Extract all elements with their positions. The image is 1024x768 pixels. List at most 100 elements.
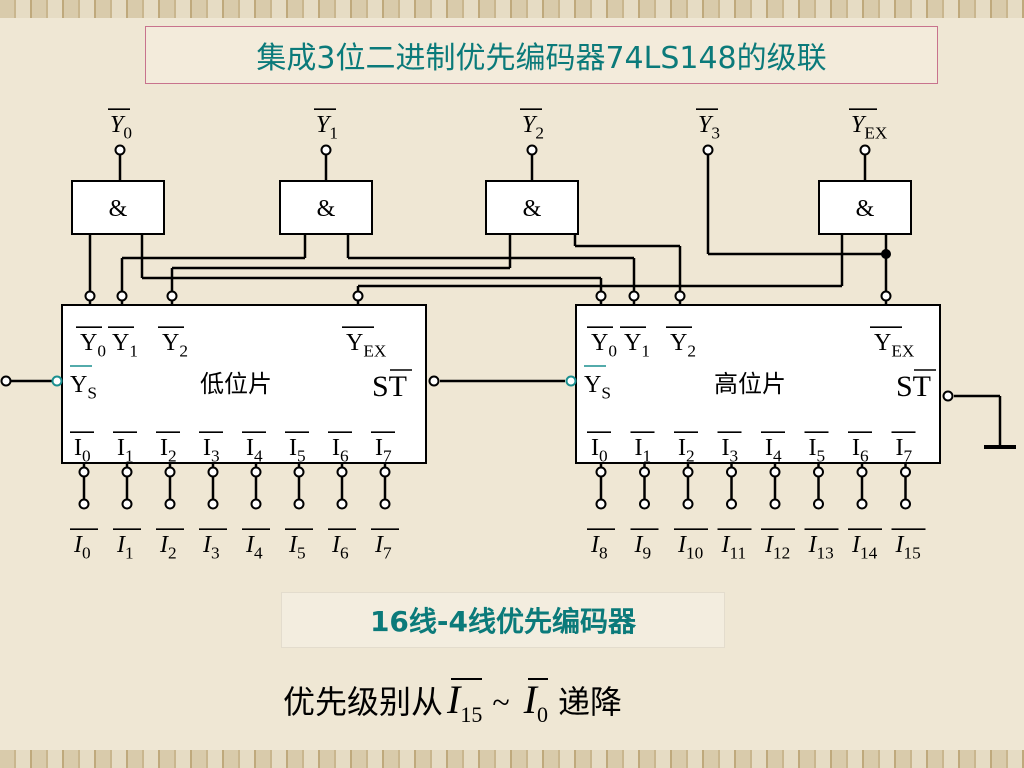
page-title: 集成3位二进制优先编码器74LS148的级联: [256, 41, 827, 76]
output-label: Y0: [110, 112, 132, 143]
input-terminal: [207, 498, 219, 510]
gate-symbol: &: [523, 196, 542, 222]
pin-bubble: [293, 466, 305, 478]
chip-input-pin: I4: [765, 435, 782, 466]
note-to-symbol: I0: [523, 677, 549, 727]
chip-input-pin: I3: [203, 435, 220, 466]
title-box: 集成3位二进制优先编码器74LS148的级联: [145, 26, 938, 84]
input-terminal: [121, 498, 133, 510]
and-gate: &: [818, 180, 912, 235]
chip-st-pin: ST: [896, 370, 931, 403]
external-input-label: I0: [73, 532, 91, 563]
and-gate: &: [71, 180, 165, 235]
external-input-label: I3: [202, 532, 220, 563]
chip-input-pin: I7: [896, 435, 913, 466]
subtitle: 16线-4线优先编码器: [369, 605, 637, 638]
pin-bubble: [595, 290, 607, 302]
output-label: Y2: [522, 112, 544, 143]
chip-output-pin: Y1: [112, 330, 138, 361]
input-terminal: [250, 498, 262, 510]
input-terminal: [813, 498, 824, 510]
external-input-label: I2: [159, 532, 177, 563]
pin-bubble: [207, 466, 219, 478]
chip-input-pin: I3: [722, 435, 739, 466]
chip-label: 高位片: [714, 370, 786, 398]
chip-output-pin: Y2: [670, 330, 696, 361]
pin-bubble: [352, 290, 364, 302]
external-input-label: I14: [851, 532, 878, 563]
external-input-label: I6: [331, 532, 349, 563]
chip-input-pin: I7: [375, 435, 392, 466]
chip-input-pin: I2: [678, 435, 695, 466]
external-input-label: I7: [374, 532, 392, 563]
pin-bubble: [78, 466, 90, 478]
external-input-label: I11: [721, 532, 747, 563]
external-input-label: I5: [288, 532, 306, 563]
pin-bubble: [116, 290, 128, 302]
note-from-symbol: I15: [447, 677, 483, 727]
output-terminal: [114, 144, 126, 156]
decorative-top-border: [0, 0, 1024, 18]
external-input-label: I8: [590, 532, 608, 563]
input-terminal: [726, 498, 737, 510]
output-terminal: [859, 144, 871, 156]
pin-bubble: [813, 466, 824, 478]
subtitle-box: 16线-4线优先编码器: [281, 592, 725, 648]
chip-input-pin: I5: [809, 435, 826, 466]
chip-ys-pin: YS: [70, 372, 97, 403]
note-tilde: ~: [492, 684, 510, 720]
priority-note: 优先级别从 I15 ~ I0 递降: [283, 676, 622, 727]
external-input-label: I10: [677, 532, 703, 563]
external-input-label: I15: [895, 532, 921, 563]
note-prefix: 优先级别从: [283, 683, 444, 721]
input-terminal: [682, 498, 694, 510]
pin-bubble: [84, 290, 96, 302]
st-bubble: [428, 375, 440, 387]
external-input-label: I13: [808, 532, 834, 563]
external-input-label: I1: [116, 532, 134, 563]
chip-input-pin: I6: [332, 435, 349, 466]
ys-bubble: [51, 375, 63, 387]
chip-input-pin: I2: [160, 435, 177, 466]
pin-bubble: [900, 466, 911, 478]
junction-dot: [881, 249, 891, 259]
output-label: Y1: [316, 112, 338, 143]
decorative-bottom-border: [0, 750, 1024, 768]
pin-bubble: [674, 290, 686, 302]
pin-bubble: [164, 466, 176, 478]
and-gate: &: [279, 180, 373, 235]
gate-symbol: &: [317, 196, 336, 222]
input-terminal: [379, 498, 391, 510]
chip-input-pin: I1: [635, 435, 652, 466]
chip-input-pin: I5: [289, 435, 306, 466]
chip-input-pin: I0: [591, 435, 608, 466]
pin-bubble: [379, 466, 391, 478]
chip-yex-pin: YEX: [874, 330, 915, 361]
ys-output-terminal: [0, 375, 12, 387]
pin-bubble: [726, 466, 737, 478]
chip-yex-pin: YEX: [346, 330, 387, 361]
output-terminal: [526, 144, 538, 156]
chip-output-pin: Y2: [162, 330, 188, 361]
input-terminal: [595, 498, 607, 510]
chip-label: 低位片: [200, 370, 272, 398]
pin-bubble: [856, 466, 868, 478]
input-terminal: [78, 498, 90, 510]
pin-bubble: [639, 466, 650, 478]
gate-symbol: &: [856, 196, 875, 222]
input-terminal: [856, 498, 868, 510]
pin-bubble: [769, 466, 781, 478]
output-terminal: [320, 144, 332, 156]
pin-bubble: [628, 290, 640, 302]
external-input-label: I4: [245, 532, 263, 563]
wires: [10, 154, 1016, 449]
chip-output-pin: Y1: [624, 330, 650, 361]
output-label: YEX: [851, 112, 888, 143]
ys-bubble: [565, 375, 577, 387]
pin-bubble: [336, 466, 348, 478]
output-label: Y3: [698, 112, 720, 143]
external-input-label: I12: [764, 532, 790, 563]
input-terminal: [293, 498, 305, 510]
